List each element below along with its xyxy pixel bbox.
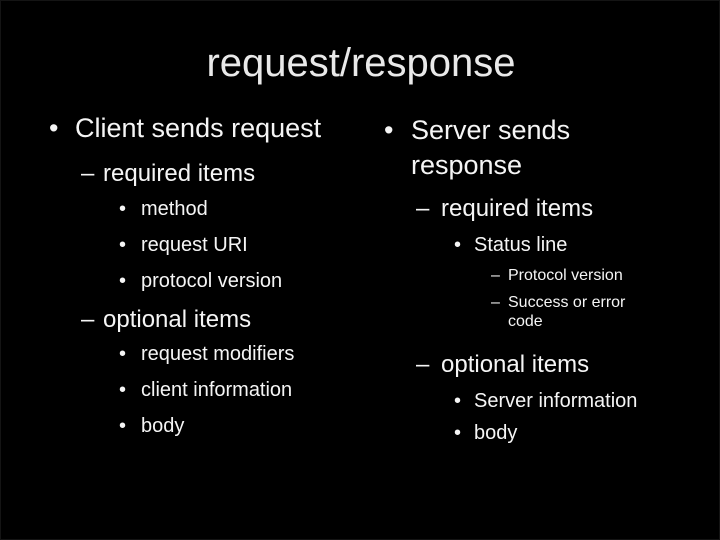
bullet-marker: • <box>119 343 127 366</box>
bullet-marker: • <box>119 269 127 292</box>
dash-marker: – <box>416 195 430 223</box>
dash-marker: – <box>81 160 95 188</box>
item-text: Protocol version <box>508 266 623 284</box>
item-protocol-version-left: • protocol version <box>119 270 386 293</box>
item-server-sends-response: • Server sends response <box>384 113 719 183</box>
item-text: request URI <box>141 233 248 256</box>
item-status-line: • Status line <box>454 233 719 257</box>
item-client-information: • client information <box>119 379 386 402</box>
dash-marker: – <box>491 266 500 284</box>
item-optional-items-left: – optional items <box>81 306 386 334</box>
item-body-right: • body <box>454 421 719 445</box>
dash-marker: – <box>416 351 430 379</box>
item-text: required items <box>103 160 256 188</box>
dash-marker: – <box>491 293 500 311</box>
dash-marker: – <box>81 305 95 333</box>
item-success-or-error-code: – Success or error code <box>491 293 719 331</box>
item-optional-items-right: – optional items <box>416 351 719 379</box>
right-column: • Server sends response – required items… <box>384 113 719 454</box>
bullet-marker: • <box>119 197 127 220</box>
bullet-marker: • <box>454 421 462 444</box>
item-request-modifiers: • request modifiers <box>119 343 386 366</box>
bullet-marker: • <box>119 379 127 402</box>
item-method: • method <box>119 198 386 221</box>
item-text: optional items <box>441 351 590 379</box>
item-text: Status line <box>474 233 568 256</box>
item-text: method <box>141 197 208 220</box>
item-required-items-right: – required items <box>416 195 719 223</box>
item-text: client information <box>141 379 293 402</box>
item-text: Success or error code <box>508 293 626 331</box>
item-body-left: • body <box>119 415 386 438</box>
item-text: Client sends request <box>75 113 322 143</box>
item-request-uri: • request URI <box>119 234 386 257</box>
item-protocol-version-right: – Protocol version <box>491 266 719 285</box>
item-text: body <box>141 415 185 438</box>
bullet-marker: • <box>384 115 394 145</box>
item-server-information: • Server information <box>454 389 719 413</box>
item-text: required items <box>441 195 594 223</box>
bullet-marker: • <box>49 113 59 143</box>
bullet-marker: • <box>119 415 127 438</box>
item-text: protocol version <box>141 269 283 292</box>
bullet-marker: • <box>119 233 127 256</box>
item-required-items-left: – required items <box>81 160 386 188</box>
item-text: Server sends response <box>411 115 571 181</box>
item-client-sends-request: • Client sends request <box>49 113 386 144</box>
item-text: optional items <box>103 305 252 333</box>
item-text: Server information <box>474 389 638 412</box>
item-text: request modifiers <box>141 343 295 366</box>
item-text: body <box>474 421 518 444</box>
left-column: • Client sends request – required items … <box>41 113 386 451</box>
bullet-marker: • <box>454 389 462 412</box>
slide-title: request/response <box>206 41 516 85</box>
bullet-marker: • <box>454 233 462 256</box>
